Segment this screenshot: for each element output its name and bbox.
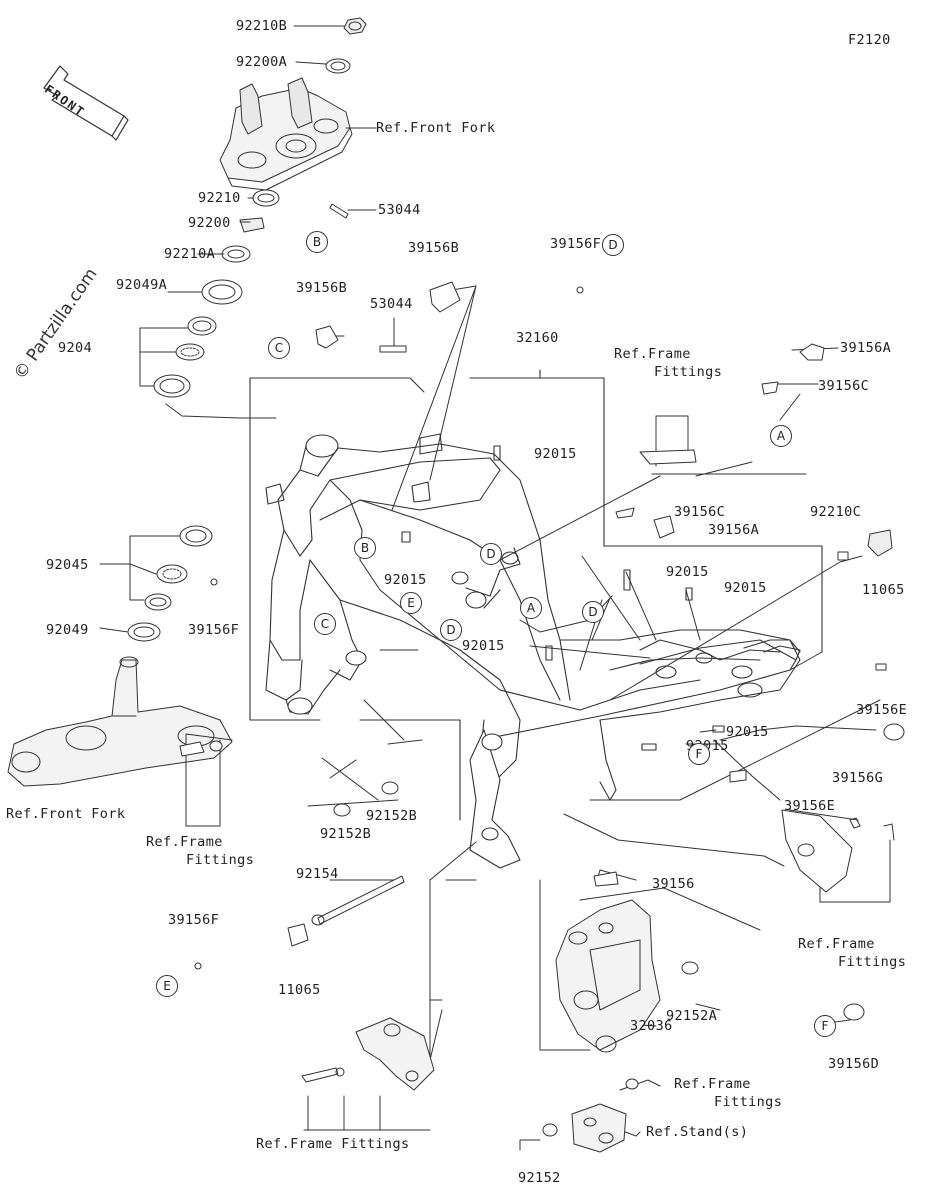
callout-b-mid: B xyxy=(354,537,376,559)
label-92049A: 92049A xyxy=(116,277,168,293)
label-92015-midC: 92015 xyxy=(462,638,505,654)
callout-f-low: F xyxy=(814,1015,836,1037)
label-39156B-top: 39156B xyxy=(408,240,460,256)
label-39156D: 39156D xyxy=(828,1056,880,1072)
callout-e-mid: E xyxy=(400,592,422,614)
label-ref-frame-fittings-left-1: Ref.Frame xyxy=(146,834,223,850)
label-92015-midB: 92015 xyxy=(724,580,767,596)
callout-b-top: B xyxy=(306,231,328,253)
label-32036: 32036 xyxy=(630,1018,673,1034)
engine-bracket-32036 xyxy=(555,899,661,1053)
callout-c-top: C xyxy=(268,337,290,359)
label-ref-frame-fittings-bottom-1: Ref.Frame xyxy=(674,1076,751,1092)
label-92015-midA: 92015 xyxy=(666,564,709,580)
callout-d-mid2: D xyxy=(582,601,604,623)
label-39156: 39156 xyxy=(652,876,695,892)
label-92015-left: 92015 xyxy=(384,572,427,588)
label-ref-frame-fittings-left-2: Fittings xyxy=(186,852,255,868)
label-39156E-low: 39156E xyxy=(784,798,836,814)
callout-c-mid: C xyxy=(314,613,336,635)
label-53044-top: 53044 xyxy=(378,202,421,218)
label-ref-stands: Ref.Stand(s) xyxy=(646,1124,749,1140)
label-92015-right: 92015 xyxy=(726,724,769,740)
callout-d-top: D xyxy=(602,234,624,256)
diagram-code: F2120 xyxy=(848,32,891,48)
label-39156A-mid: 39156A xyxy=(708,522,760,538)
label-92210: 92210 xyxy=(198,190,241,206)
label-39156C-top: 39156C xyxy=(818,378,870,394)
front-arrow-icon xyxy=(43,65,129,141)
label-ref-frame-fittings-top-1: Ref.Frame xyxy=(614,346,691,362)
label-92045: 92045 xyxy=(46,557,89,573)
footrest-bracket xyxy=(303,1017,435,1131)
label-ref-front-fork-top: Ref.Front Fork xyxy=(376,120,496,136)
label-39156A-top: 39156A xyxy=(840,340,892,356)
label-92152: 92152 xyxy=(518,1170,561,1186)
label-39156G: 39156G xyxy=(832,770,884,786)
label-39156E-right: 39156E xyxy=(856,702,908,718)
label-ref-frame-fittings-right-1: Ref.Frame xyxy=(798,936,875,952)
label-92152B-a: 92152B xyxy=(366,808,418,824)
label-ref-frame-fittings-right-2: Fittings xyxy=(838,954,907,970)
label-92152B-b: 92152B xyxy=(320,826,372,842)
label-11065-low: 11065 xyxy=(278,982,321,998)
callout-f-mid: F xyxy=(688,743,710,765)
label-92210B: 92210B xyxy=(236,18,288,34)
label-39156F-top: 39156F xyxy=(550,236,602,252)
label-39156F-low: 39156F xyxy=(168,912,220,928)
label-92049: 92049 xyxy=(46,622,89,638)
label-39156C-mid: 39156C xyxy=(674,504,726,520)
callout-d-mid1: D xyxy=(480,543,502,565)
label-9204-partial: 9204 xyxy=(58,340,93,356)
label-92210A: 92210A xyxy=(164,246,216,262)
label-ref-frame-fittings-bottom-left: Ref.Frame Fittings xyxy=(256,1136,410,1152)
label-39156B-left: 39156B xyxy=(296,280,348,296)
callout-a-mid: A xyxy=(520,597,542,619)
label-92200: 92200 xyxy=(188,215,231,231)
label-ref-frame-fittings-top-2: Fittings xyxy=(654,364,723,380)
label-92200A: 92200A xyxy=(236,54,288,70)
label-ref-frame-fittings-bottom-2: Fittings xyxy=(714,1094,783,1110)
label-11065-right: 11065 xyxy=(862,582,905,598)
stand-bracket xyxy=(571,1103,627,1153)
label-92210C: 92210C xyxy=(810,504,862,520)
callout-e-low: E xyxy=(156,975,178,997)
steering-stem-parts xyxy=(139,17,377,419)
label-92154: 92154 xyxy=(296,866,339,882)
leader-lines xyxy=(185,285,891,1151)
label-92015-top: 92015 xyxy=(534,446,577,462)
callout-a-top: A xyxy=(770,425,792,447)
label-53044-mid: 53044 xyxy=(370,296,413,312)
label-39156F-left: 39156F xyxy=(188,622,240,638)
label-92152A: 92152A xyxy=(666,1008,718,1024)
label-ref-front-fork-bottom: Ref.Front Fork xyxy=(6,806,126,822)
lower-bearing-parts xyxy=(7,525,233,787)
small-parts xyxy=(179,281,905,1137)
main-frame-32160 xyxy=(249,369,823,869)
callout-d-mid3: D xyxy=(440,619,462,641)
label-32160: 32160 xyxy=(516,330,559,346)
